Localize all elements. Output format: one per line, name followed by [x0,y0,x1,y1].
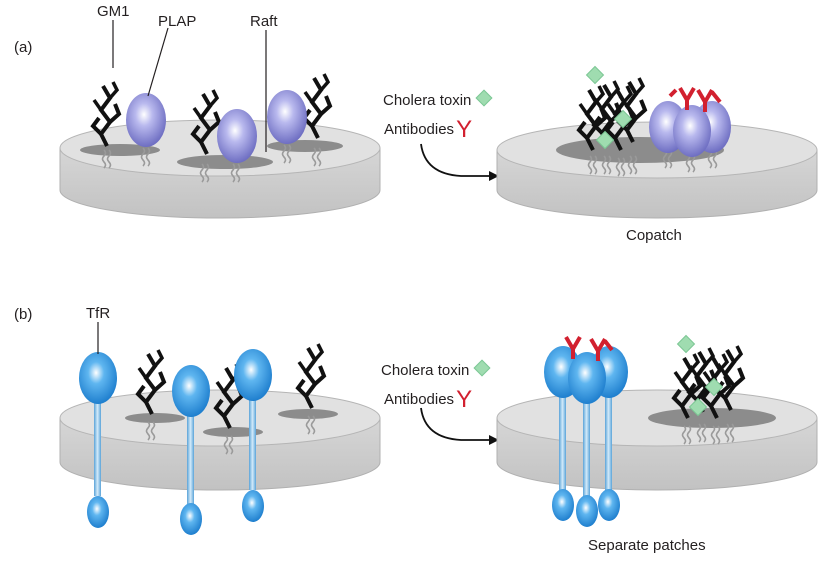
antibodies-label: Antibodies [384,391,455,408]
plap-protein [217,109,257,183]
treatment-a-toxin: Cholera toxin [383,89,493,109]
copatch-label: Copatch [626,227,682,244]
plap-copatch [649,101,731,173]
panel-b [59,322,818,535]
process-arrow [420,407,500,446]
raft-patch [267,140,343,152]
cholera-toxin-label: Cholera toxin [381,362,470,379]
raft-patch [80,144,160,156]
tfr-protein [79,352,117,528]
separate-patches-label: Separate patches [588,537,706,554]
raft-patch [278,409,338,419]
raft-patch [648,408,776,428]
antibodies-label: Antibodies [384,121,455,138]
panel-b-label: (b) [14,306,33,323]
process-arrow [420,143,500,182]
plap-protein [267,90,307,164]
tfr-label: TfR [86,305,111,322]
cholera-toxin [676,334,724,417]
panel-a [59,20,818,219]
cholera-toxin-label: Cholera toxin [383,92,472,109]
raft-patch [203,427,263,437]
plap-label: PLAP [158,13,197,30]
cholera-toxin [585,65,633,150]
tfr-cluster [544,346,628,527]
antibody [564,335,582,359]
leader-line-plap [147,27,169,97]
plap-protein [126,93,166,167]
treatment-b-toxin: Cholera toxin [381,359,491,379]
gm1-label: GM1 [97,3,130,20]
tfr-protein [172,365,210,535]
antibody [589,337,614,361]
antibody [696,88,722,112]
panel-a-label: (a) [14,39,33,56]
membrane-disc-b-left [59,389,381,491]
raft-label: Raft [250,13,278,30]
diamond-icon [475,89,493,107]
raft-patch [177,155,273,169]
raft-patch [125,413,185,423]
diamond-icon [473,359,491,377]
membrane-disc-b-right [496,389,818,491]
antibody-icon: Y [456,116,473,143]
antibody [668,86,696,110]
treatment-b-antibodies: AntibodiesY [384,388,472,412]
antibody-icon: Y [456,386,473,413]
treatment-a-antibodies: AntibodiesY [384,118,472,142]
tfr-protein [234,349,272,522]
